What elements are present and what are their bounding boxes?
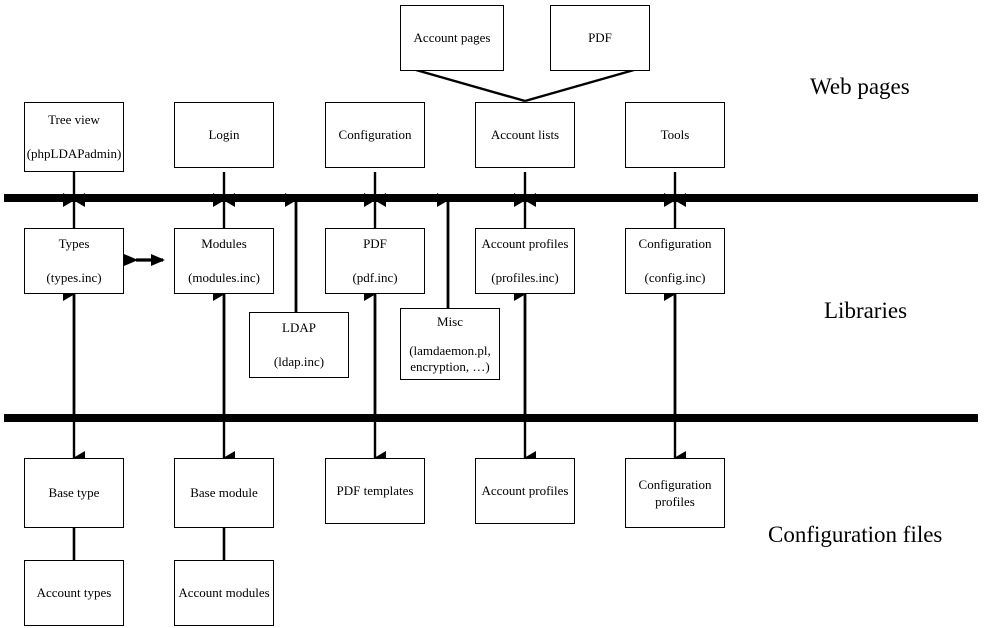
node-configuration-profiles-label: Configuration [638,476,712,492]
node-account-profiles-files[interactable]: Account profiles [475,458,575,524]
node-pdf-lib-label: PDF [363,236,387,252]
node-configuration-page[interactable]: Configuration [325,102,425,168]
node-account-types[interactable]: Account types [24,560,124,626]
node-account-modules-label: Account modules [178,585,270,601]
separator-bar-upper [4,194,978,202]
node-configuration-profiles-sublabel: profiles [655,493,695,509]
section-label-web-pages: Web pages [810,74,910,99]
node-types-label: Types [58,236,90,252]
node-account-profiles-lib-sublabel: (profiles.inc) [491,270,559,285]
node-configuration-lib-label: Configuration [638,236,712,252]
node-misc-sublabel-2: encryption, …) [410,358,490,374]
node-login[interactable]: Login [174,102,274,168]
node-ldap[interactable]: LDAP (ldap.inc) [249,312,349,378]
node-pdf-top-label: PDF [588,30,612,46]
section-label-libraries: Libraries [824,298,908,323]
node-base-module-label: Base module [190,485,258,501]
node-configuration-profiles[interactable]: Configuration profiles [625,458,725,528]
node-tree-view-sublabel: (phpLDAPadmin) [26,146,122,161]
node-account-pages[interactable]: Account pages [400,5,504,71]
node-misc-label: Misc [437,313,463,329]
node-base-module[interactable]: Base module [174,458,274,528]
node-configuration-page-label: Configuration [338,127,412,143]
node-login-label: Login [208,127,240,143]
node-ldap-label: LDAP [282,320,316,336]
node-account-types-label: Account types [36,585,112,601]
node-account-lists[interactable]: Account lists [475,102,575,168]
node-tools-label: Tools [660,127,690,143]
node-pdf-lib[interactable]: PDF (pdf.inc) [325,228,425,294]
node-account-lists-label: Account lists [490,127,560,143]
node-modules-label: Modules [201,236,247,252]
node-pdf-top[interactable]: PDF [550,5,650,71]
node-base-type-label: Base type [48,485,100,501]
edge-account-pages-to-account-lists [415,68,526,103]
node-pdf-templates-label: PDF templates [336,483,414,499]
separator-bar-lower [4,414,978,422]
section-label-configuration-files: Configuration files [768,522,943,547]
node-misc-sublabel-1: (lamdaemon.pl, [409,343,491,359]
node-modules[interactable]: Modules (modules.inc) [174,228,274,294]
node-configuration-lib-sublabel: (config.inc) [644,270,706,285]
edge-pdf-to-account-lists [524,68,635,103]
node-types-sublabel: (types.inc) [46,270,102,285]
node-types[interactable]: Types (types.inc) [24,228,124,294]
node-base-type[interactable]: Base type [24,458,124,528]
node-tree-view-label: Tree view [48,112,100,128]
node-tree-view[interactable]: Tree view (phpLDAPadmin) [24,102,124,172]
node-account-modules[interactable]: Account modules [174,560,274,626]
node-ldap-sublabel: (ldap.inc) [273,354,325,369]
node-misc[interactable]: Misc (lamdaemon.pl, encryption, …) [400,308,500,380]
node-account-profiles-lib[interactable]: Account profiles (profiles.inc) [475,228,575,294]
node-account-profiles-files-label: Account profiles [481,483,569,499]
node-pdf-templates[interactable]: PDF templates [325,458,425,524]
node-account-pages-label: Account pages [413,30,491,46]
node-tools[interactable]: Tools [625,102,725,168]
node-configuration-lib[interactable]: Configuration (config.inc) [625,228,725,294]
node-modules-sublabel: (modules.inc) [188,270,260,285]
node-pdf-lib-sublabel: (pdf.inc) [352,270,398,285]
node-account-profiles-lib-label: Account profiles [481,236,569,252]
